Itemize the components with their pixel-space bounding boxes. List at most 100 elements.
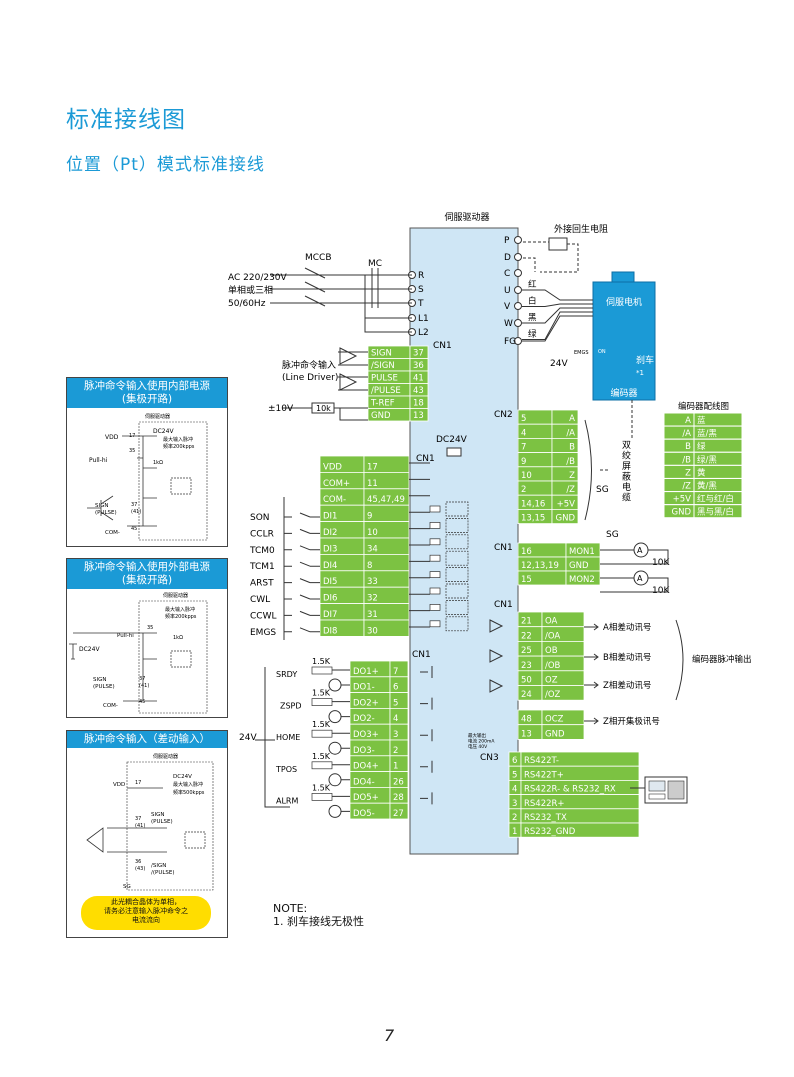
do-supply-wire — [255, 667, 290, 808]
cn3-row-cell — [520, 822, 640, 838]
cn2-row-name: GND — [556, 514, 576, 524]
terminal-U — [514, 286, 522, 294]
di-row-name: DI7 — [323, 610, 337, 620]
cn3-row-name: RS422T+ — [524, 770, 564, 780]
panel-title: 脉冲命令输入（差动输入） — [67, 731, 227, 748]
di-row-name: DI1 — [323, 512, 337, 522]
motor-wire — [522, 303, 593, 307]
di-signal-tcm0: TCM0 — [249, 546, 275, 556]
di-resistor — [429, 538, 441, 546]
encout-row-name: GND — [545, 729, 565, 739]
di-row-name: DI2 — [323, 528, 337, 538]
supply-line-1: AC 220/230V — [228, 273, 288, 283]
svg-text:伺服驱动器: 伺服驱动器 — [153, 753, 178, 760]
di-opto — [445, 534, 469, 550]
oc-note: 电流 200mA — [468, 738, 495, 745]
pulse-row-pin: 37 — [413, 349, 424, 359]
terminal-P — [514, 236, 522, 244]
di-row-pin: 9 — [367, 512, 372, 522]
pulse-row-cell — [409, 408, 429, 422]
di-signal-tcm1: TCM1 — [249, 562, 275, 572]
terminal-label-L1: L1 — [418, 314, 429, 324]
cn1-label-top: CN1 — [433, 341, 452, 351]
svg-text:Pull-hi: Pull-hi — [89, 457, 108, 464]
do-row-name: DO2- — [353, 714, 375, 724]
cn3-row-name: RS232_TX — [524, 813, 567, 823]
drive-body — [409, 227, 519, 855]
do-row-name: DO4+ — [353, 762, 379, 772]
svg-text:DC24V: DC24V — [79, 646, 100, 653]
enc-color: 黄/黑 — [697, 481, 717, 492]
svg-text:/(PULSE): /(PULSE) — [151, 870, 175, 876]
enc-color: 黑与黑/白 — [697, 507, 734, 518]
encoder-label: 编码器 — [610, 387, 637, 399]
di-opto — [445, 518, 469, 533]
di-switch — [284, 528, 320, 534]
pulse-row-pin: 13 — [413, 411, 424, 421]
di-signal-son: SON — [250, 513, 270, 523]
do-relay-coil — [328, 678, 342, 692]
enc-sig: +5V — [673, 495, 692, 505]
di-row-name: DI3 — [323, 544, 337, 554]
shield-char: 屏 — [622, 461, 631, 472]
panel-external-diagram: 伺服驱动器 最大输入脉冲 频率200kpps DC24V 35 Pull-hi … — [69, 592, 208, 714]
di-switch — [284, 610, 320, 616]
line-driver-symbol — [339, 347, 358, 391]
svg-text:45: 45 — [139, 699, 145, 705]
wire-color-label: 红 — [528, 279, 537, 290]
do-transistor — [420, 760, 433, 773]
do-row-pin: 2 — [393, 746, 398, 756]
terminal-W — [514, 319, 522, 327]
svg-text:频率500kpps: 频率500kpps — [173, 789, 205, 796]
panel-internal-supply: 脉冲命令输入使用内部电源(集极开路) 伺服驱动器 DC24V 最大输入脉冲 频率… — [66, 377, 228, 547]
di-row-pin: 30 — [367, 626, 378, 636]
do-wire — [332, 795, 350, 812]
terminal-label-T: T — [417, 299, 424, 309]
terminal-label-D: D — [504, 253, 511, 263]
cn2-label: CN2 — [494, 410, 513, 420]
svg-text:频率200kpps: 频率200kpps — [163, 443, 195, 450]
dc24v-label: DC24V — [436, 435, 468, 445]
do-row-name: DO1- — [353, 683, 375, 693]
ammeter-symbol: A — [637, 574, 643, 583]
enc-color: 蓝/黑 — [697, 428, 717, 439]
svg-text:COM-: COM- — [103, 703, 118, 709]
do-row-name: DO5+ — [353, 793, 379, 803]
di-row-name: COM+ — [323, 479, 350, 489]
svg-text:45: 45 — [131, 526, 137, 532]
mon-wire — [600, 549, 669, 565]
mccb-label: MCCB — [305, 253, 332, 263]
svg-text:/SIGN: /SIGN — [151, 863, 166, 869]
motor-wire — [522, 311, 593, 340]
di-opto — [445, 567, 469, 582]
enc-color: 黄 — [697, 467, 706, 478]
supply-line-2: 单相或三相 — [228, 284, 273, 296]
terminal-label-W: W — [504, 319, 513, 329]
do-res-label: 1.5K — [312, 720, 331, 729]
di-row-pin: 32 — [367, 594, 378, 604]
encout-row-pin: 25 — [521, 646, 532, 656]
do-row-pin: 4 — [393, 714, 398, 724]
di-opto — [445, 501, 469, 517]
svg-text:17: 17 — [135, 780, 141, 786]
svg-text:36: 36 — [135, 859, 141, 865]
di-row-pin: 34 — [367, 544, 378, 554]
pulse-row-name: SIGN — [371, 349, 392, 359]
enc-sig: B — [685, 442, 691, 452]
do-row-pin: 5 — [393, 698, 398, 708]
computer-icon — [644, 776, 688, 804]
do-row-name: DO5- — [353, 809, 375, 819]
encout-row-name: /OA — [545, 631, 560, 641]
svg-text:频率200kpps: 频率200kpps — [165, 613, 197, 620]
encout-row-name: /OZ — [545, 690, 561, 700]
shield-char: 蔽 — [622, 471, 631, 483]
pulse-row-pin: 43 — [413, 386, 424, 396]
shield-char: 缆 — [622, 492, 631, 504]
di-row-pin: 17 — [367, 462, 378, 472]
do-row-pin: 3 — [393, 730, 398, 740]
enc-color: 红与红/白 — [697, 494, 734, 505]
cn1-label-mon: CN1 — [494, 543, 513, 553]
svg-text:Pull-hi: Pull-hi — [117, 633, 134, 639]
